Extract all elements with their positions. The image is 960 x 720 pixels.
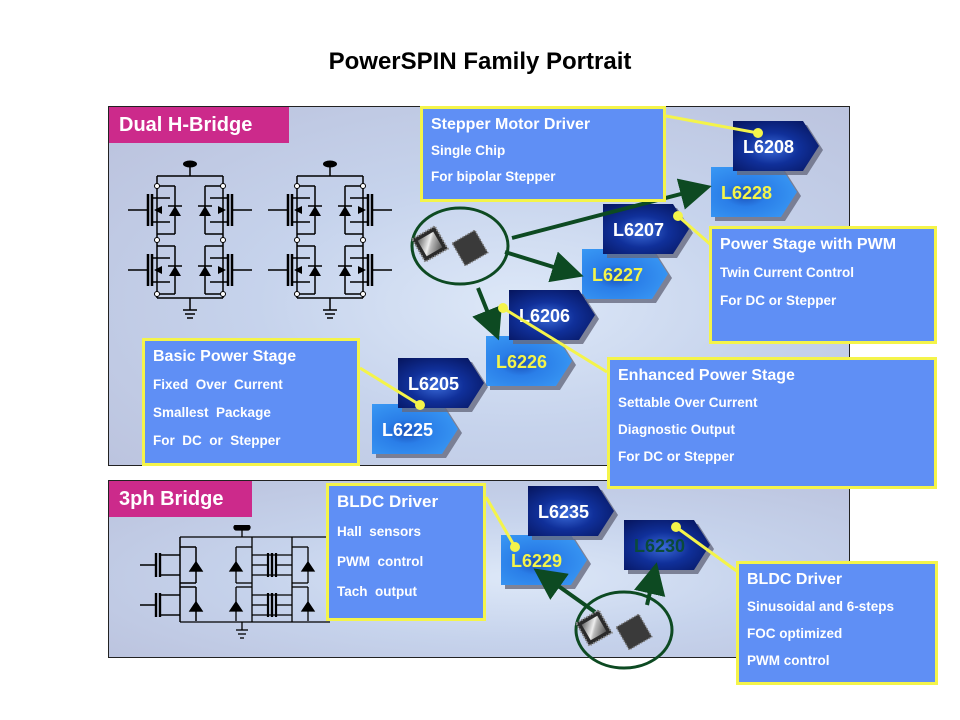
callout-line: Single Chip [431, 143, 506, 158]
callout-enhanced-power-stage: Enhanced Power Stage Settable Over Curre… [607, 357, 937, 489]
three-phase-bridge-schematic-icon [140, 525, 330, 639]
section-tag-3ph-bridge: 3ph Bridge [109, 481, 252, 517]
dual-h-bridge-schematic-icon [126, 159, 394, 320]
callout-line: Tach output [337, 584, 417, 599]
callout-line: Hall sensors [337, 524, 422, 539]
callout-power-stage-pwm: Power Stage with PWM Twin Current Contro… [709, 226, 937, 344]
callout-bldc-driver-hall: BLDC Driver Hall sensors PWM control Tac… [326, 483, 486, 621]
callout-title: Enhanced Power Stage [618, 367, 795, 384]
callout-title: Power Stage with PWM [720, 236, 897, 253]
callout-line: For bipolar Stepper [431, 169, 556, 184]
callout-line: PWM control [337, 554, 424, 569]
callout-line: For DC or Stepper [618, 449, 735, 464]
callout-line: Sinusoidal and 6-steps [747, 599, 895, 614]
callout-line: For DC or Stepper [720, 293, 837, 308]
callout-line: FOC optimized [747, 626, 843, 641]
callout-line: Twin Current Control [720, 265, 854, 280]
callout-title: BLDC Driver [747, 571, 843, 588]
callout-line: PWM control [747, 653, 830, 668]
callout-title: BLDC Driver [337, 492, 439, 511]
callout-line: Diagnostic Output [618, 422, 735, 437]
callout-title: Stepper Motor Driver [431, 116, 591, 133]
callout-line: Settable Over Current [618, 395, 758, 410]
callout-line: For DC or Stepper [153, 433, 281, 448]
callout-line: Smallest Package [153, 405, 271, 420]
callout-basic-power-stage: Basic Power Stage Fixed Over Current Sma… [142, 338, 360, 466]
callout-bldc-driver-foc: BLDC Driver Sinusoidal and 6-steps FOC o… [736, 561, 938, 685]
callout-title: Basic Power Stage [153, 348, 297, 365]
callout-stepper-motor-driver: Stepper Motor Driver Single Chip For bip… [420, 106, 666, 202]
page-title: PowerSPIN Family Portrait [328, 48, 632, 75]
callout-line: Fixed Over Current [153, 377, 283, 392]
section-tag-dual-h-bridge: Dual H-Bridge [109, 107, 289, 143]
